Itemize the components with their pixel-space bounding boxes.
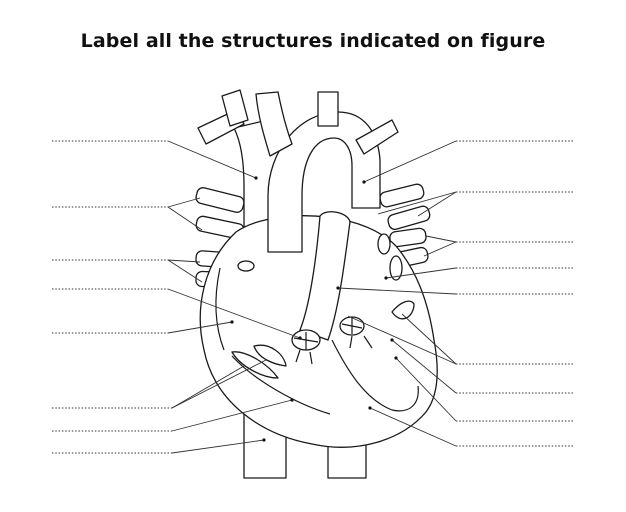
leader-dot-R7: [390, 338, 393, 341]
left-pulmonary-artery-a: [379, 183, 425, 208]
right-atrium-opening: [238, 261, 254, 271]
left-atrium-opening-a: [378, 234, 390, 254]
leader-R3a: [426, 236, 456, 242]
leader-dot-R4: [384, 276, 387, 279]
right-pulmonary-vein-upper-a: [195, 186, 245, 213]
leader-R3b: [424, 242, 456, 256]
leader-dot-L1: [254, 176, 257, 179]
right-label-lines: [456, 141, 574, 446]
leader-dot-L7: [290, 398, 293, 401]
left-pulmonary-artery-b: [387, 205, 432, 231]
leader-dot-R1: [362, 180, 365, 183]
left-common-carotid-artery: [318, 92, 338, 126]
leader-L2b: [168, 207, 202, 230]
leader-dot-L8: [262, 438, 265, 441]
leader-L2a: [168, 198, 200, 207]
heart-illustration: [195, 90, 437, 478]
leader-L3a: [168, 260, 200, 262]
leader-dot-R5: [336, 286, 339, 289]
leader-dot-L4: [298, 336, 301, 339]
leader-dot-L5: [230, 320, 233, 323]
leader-dot-R8: [394, 356, 397, 359]
left-label-lines: [52, 141, 172, 453]
leader-dot-R9: [368, 406, 371, 409]
